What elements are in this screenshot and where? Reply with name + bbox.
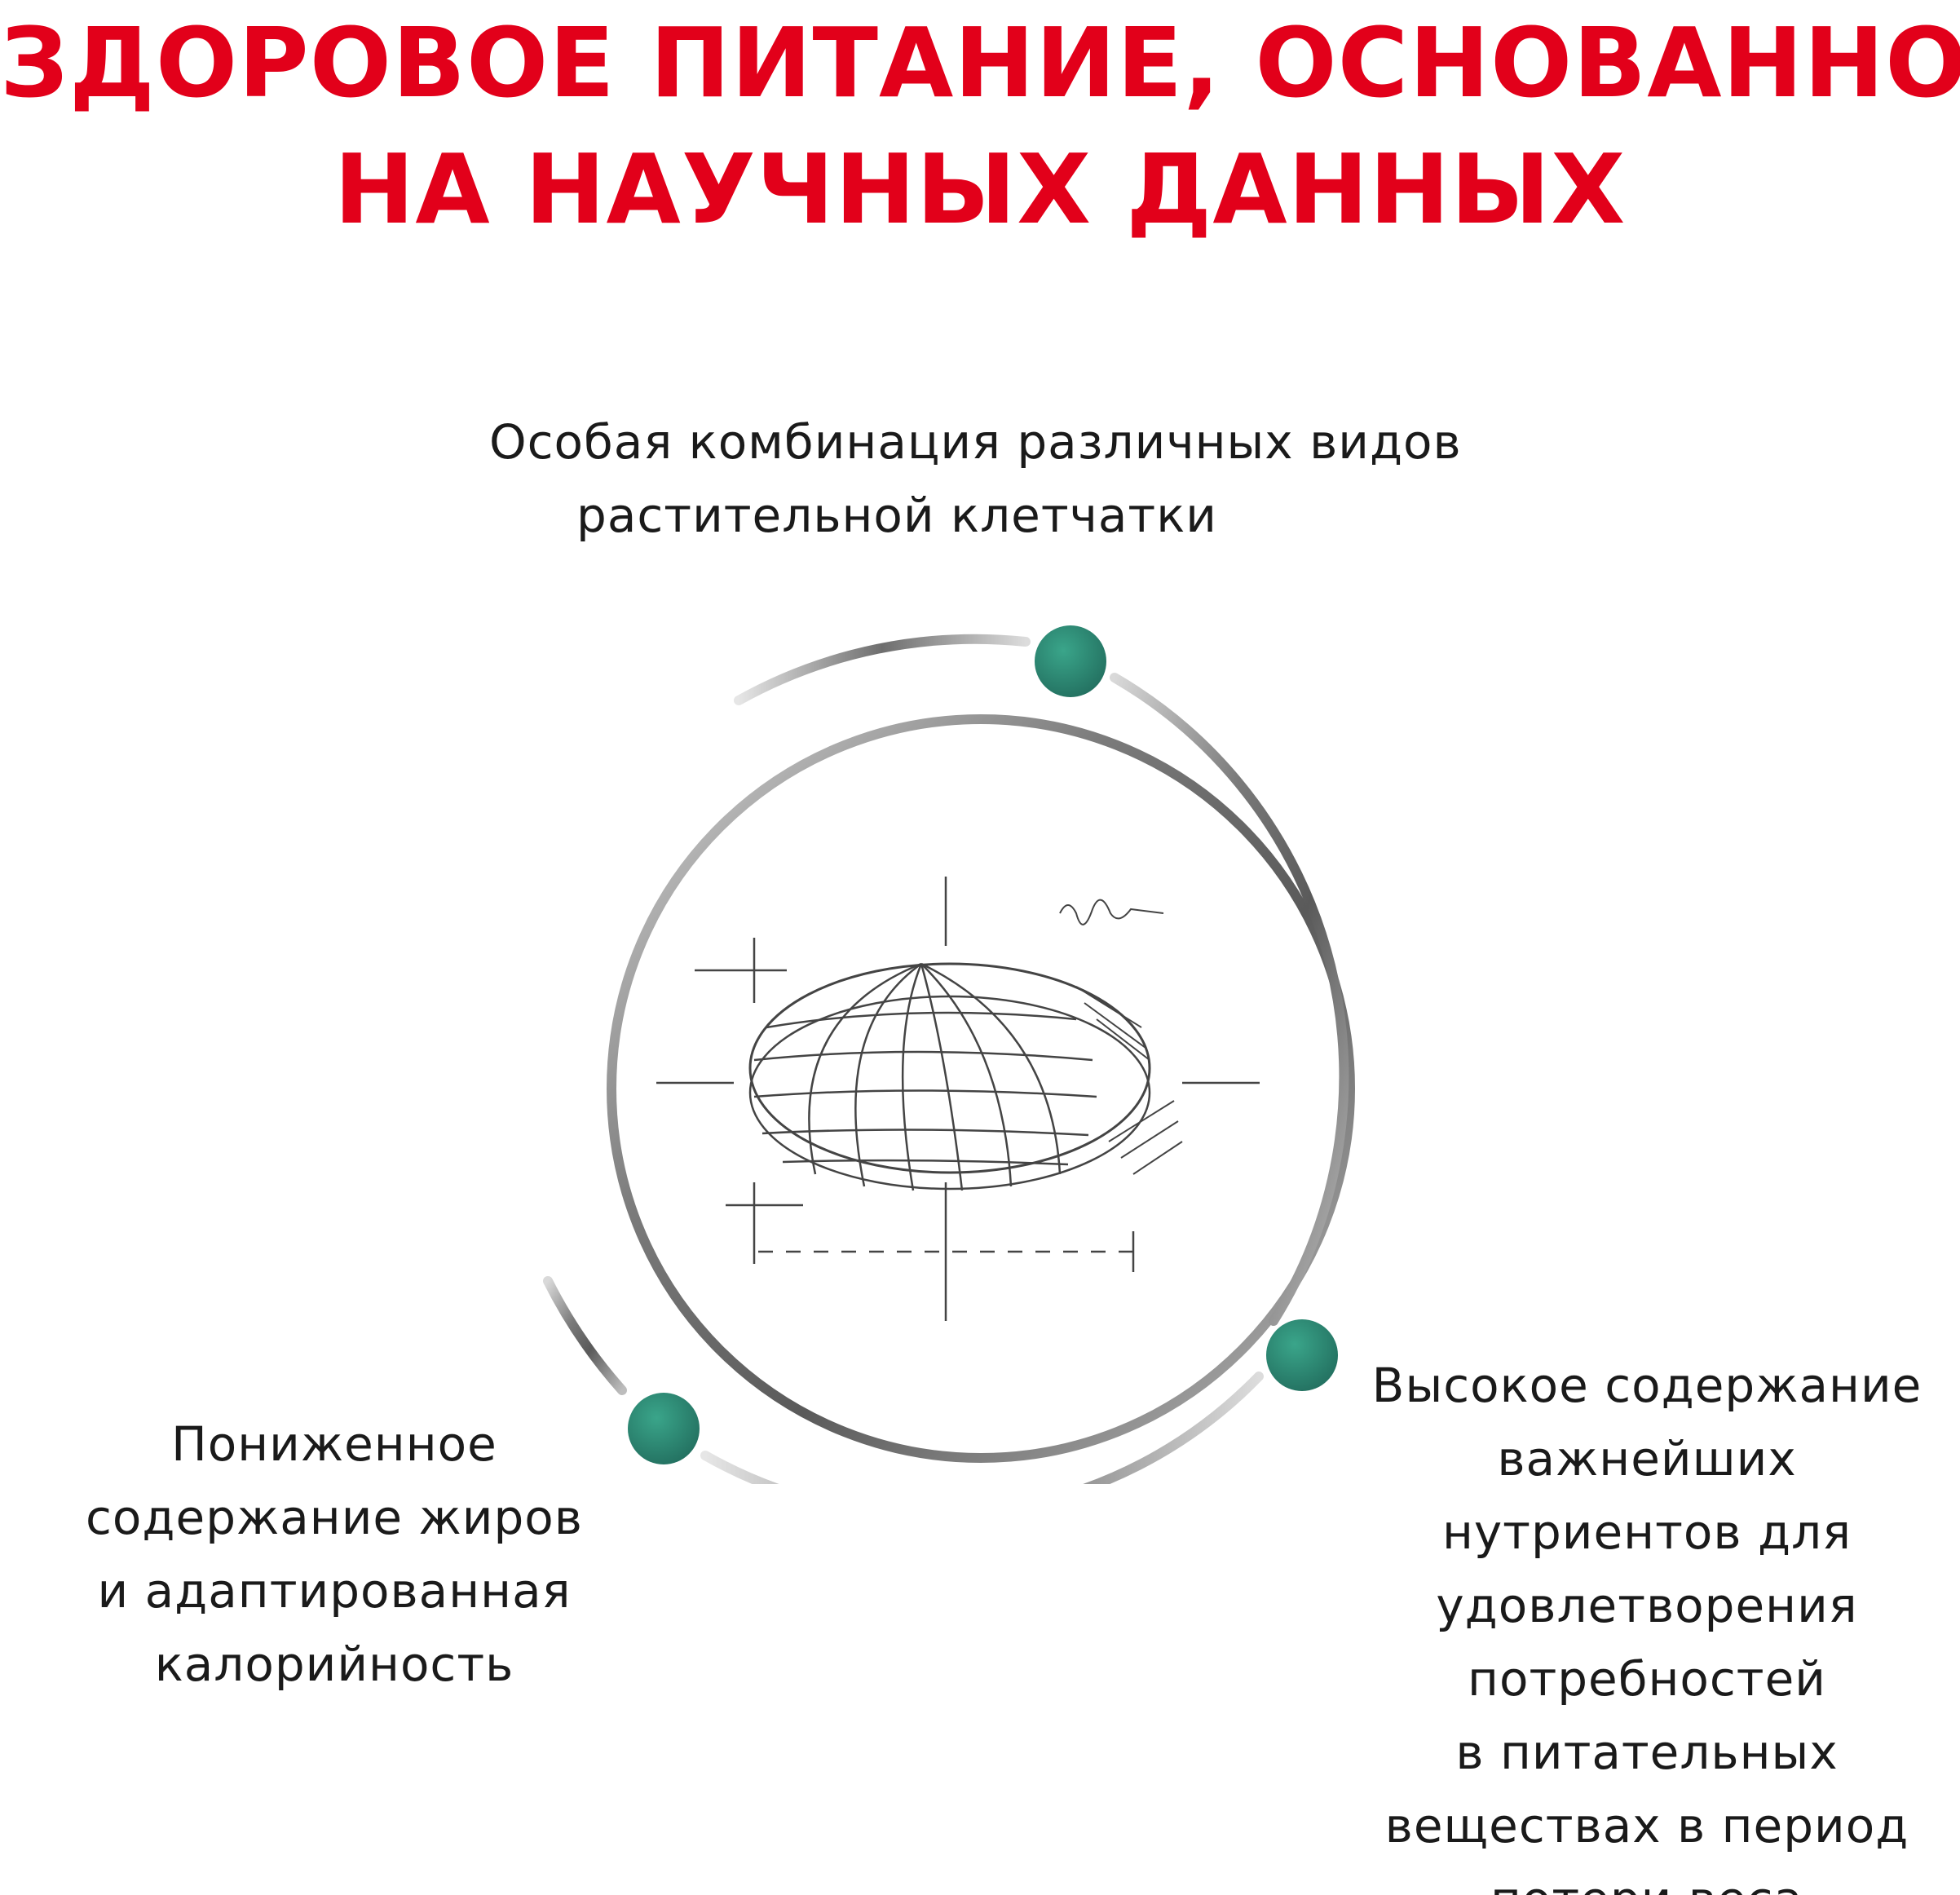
caption-line: содержание жиров <box>86 1490 583 1545</box>
marker-dot-right <box>1266 1319 1338 1391</box>
headline-line-1: ЗДОРОВОЕ ПИТАНИЕ, ОСНОВАННОЕ <box>0 7 1960 119</box>
caption-line: в питательных <box>1455 1725 1839 1780</box>
inner-ring <box>607 714 1355 1463</box>
benefits-diagram <box>543 625 1355 1484</box>
caption-line: веществах в период <box>1384 1798 1909 1853</box>
caption-line: нутриентов для <box>1441 1504 1852 1560</box>
caption-line: потери веса <box>1337 1862 1957 1895</box>
marker-dot-top <box>1035 625 1106 697</box>
kibble-sketch-icon <box>656 877 1260 1321</box>
caption-line: Особая комбинация различных видов <box>489 414 1462 470</box>
outer-arc-left <box>543 1276 627 1395</box>
outer-arc-top-left <box>734 634 1031 705</box>
benefit-nutrients-caption: Высокое содержание важнейших нутриентов … <box>1337 1349 1957 1895</box>
caption-line: потребностей <box>1468 1651 1826 1707</box>
benefit-low-fat-caption: Пониженное содержание жиров и адаптирова… <box>33 1407 636 1701</box>
caption-line: удовлетворения <box>1436 1578 1858 1633</box>
caption-line: важнейших <box>1497 1431 1797 1486</box>
caption-line: растительной клетчатки <box>576 488 1217 543</box>
caption-line: и адаптированная <box>97 1563 572 1619</box>
caption-line: Высокое содержание <box>1371 1358 1922 1413</box>
outer-arc-bottom <box>700 1372 1264 1484</box>
benefit-fiber-caption: Особая комбинация различных видов растит… <box>489 405 1462 552</box>
caption-line: калорийность <box>154 1637 514 1692</box>
marker-dot-left <box>628 1393 700 1464</box>
caption-line: Пониженное <box>171 1416 497 1472</box>
outer-arc-right <box>1110 673 1349 1326</box>
headline: ЗДОРОВОЕ ПИТАНИЕ, ОСНОВАННОЕ НА НАУЧНЫХ … <box>0 0 1960 253</box>
headline-line-2: НА НАУЧНЫХ ДАННЫХ <box>333 133 1627 245</box>
